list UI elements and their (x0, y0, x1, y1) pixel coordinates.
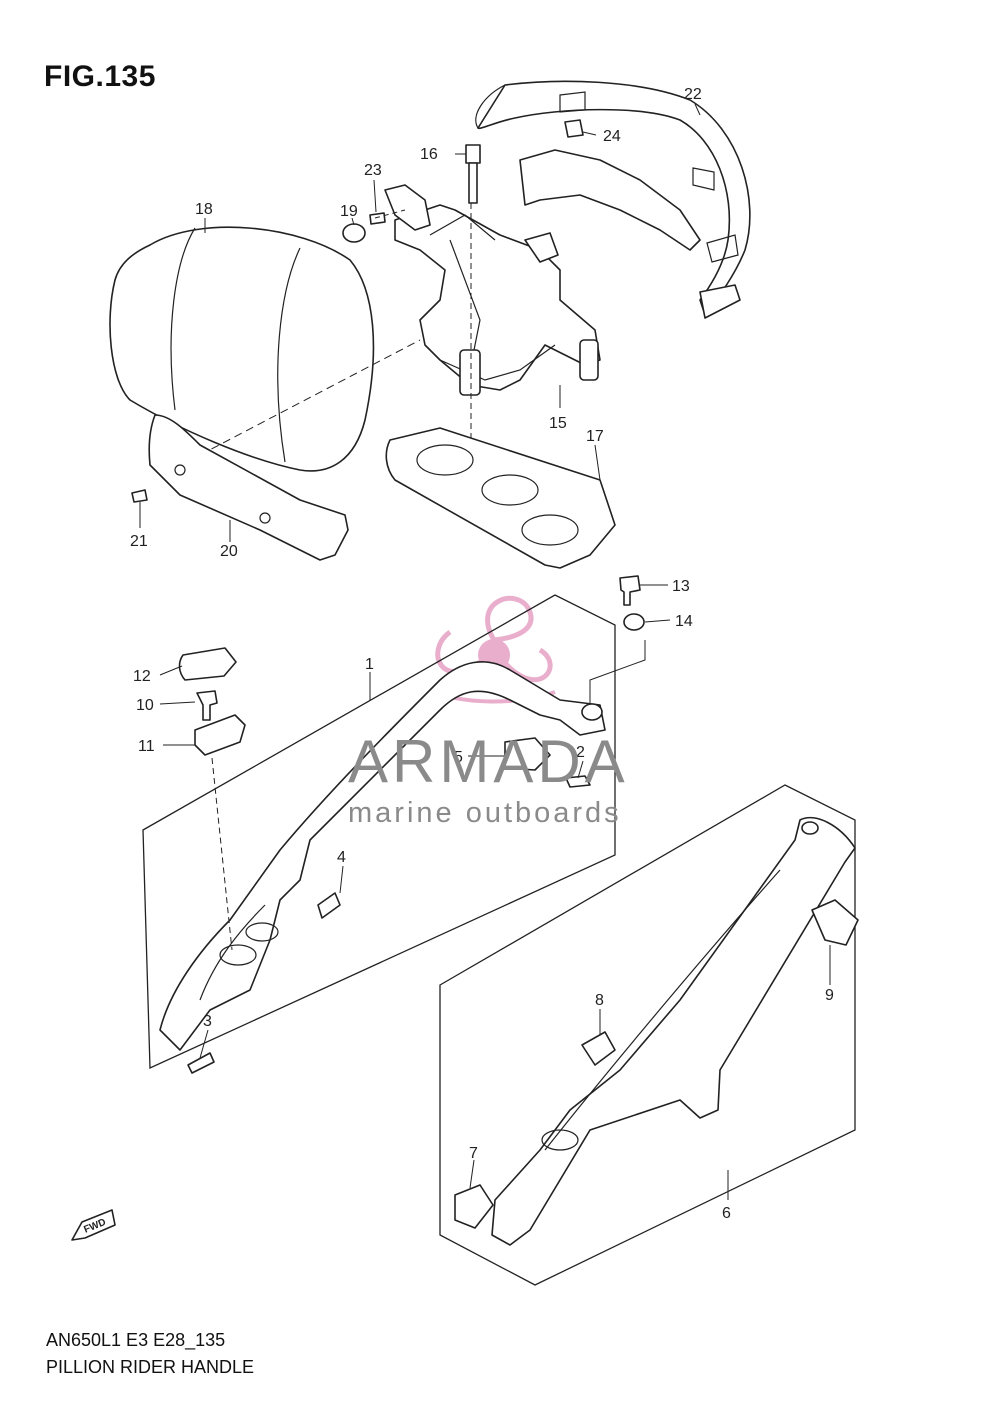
rear-cover-part (475, 80, 751, 319)
callout-24: 24 (603, 128, 621, 145)
callout-labels: 1 2 3 4 5 6 7 8 9 10 11 12 13 14 15 16 1… (130, 86, 834, 1222)
bolt-part-13 (619, 575, 641, 606)
bracket-part (384, 184, 601, 396)
callout-14: 14 (675, 613, 693, 630)
model-code: AN650L1 E3 E28_135 (46, 1330, 226, 1350)
callout-5: 5 (454, 749, 463, 766)
callout-19: 19 (340, 203, 358, 220)
watermark-title: ARMADA (348, 728, 629, 795)
callout-13: 13 (672, 578, 690, 595)
figure-title: FIG.135 (44, 60, 156, 93)
callout-21: 21 (130, 533, 148, 550)
bolt-part-10 (196, 690, 218, 721)
callout-10: 10 (136, 697, 154, 714)
callout-12: 12 (133, 668, 151, 685)
grommet-part-19 (342, 223, 366, 243)
bolt-part-16 (465, 144, 481, 204)
callout-17: 17 (586, 428, 604, 445)
callout-15: 15 (549, 415, 567, 432)
pad-part-4 (317, 892, 341, 919)
right-handle-assembly-box (439, 784, 856, 1286)
screw-part-23 (369, 212, 386, 225)
fwd-arrow-icon: FWD (71, 1209, 116, 1241)
callout-22: 22 (684, 86, 702, 103)
callout-9: 9 (825, 987, 834, 1004)
clip-part-24 (564, 119, 584, 138)
callout-7: 7 (469, 1145, 478, 1162)
watermark-subtitle: marine outboards (348, 797, 622, 829)
pad-part-8 (581, 1031, 616, 1066)
callout-6: 6 (722, 1205, 731, 1222)
pad-part-7 (454, 1184, 494, 1229)
callout-2: 2 (576, 744, 585, 761)
callout-3: 3 (203, 1013, 212, 1030)
backrest-pad-part (109, 226, 375, 472)
right-grab-handle-part (491, 816, 856, 1246)
pad-part-3 (187, 1052, 215, 1074)
washer-part-14 (623, 613, 645, 631)
left-grab-handle-part (159, 661, 606, 1051)
plate-part-5 (504, 737, 551, 771)
cap-part-12 (178, 647, 237, 681)
callout-23: 23 (364, 162, 382, 179)
bracket-part-11 (194, 714, 246, 756)
cover-plate-part-20 (148, 414, 349, 561)
callout-1: 1 (365, 656, 374, 673)
callout-16: 16 (420, 146, 438, 163)
callout-18: 18 (195, 201, 213, 218)
rubber-mat-part (385, 427, 616, 569)
left-handle-assembly-box (142, 594, 616, 1069)
callout-8: 8 (595, 992, 604, 1009)
diagram-name: PILLION RIDER HANDLE (46, 1357, 255, 1377)
callout-4: 4 (337, 849, 346, 866)
callout-11: 11 (138, 738, 155, 755)
callout-20: 20 (220, 543, 238, 560)
leader-lines (139, 103, 831, 1200)
pad-part-9 (811, 899, 859, 946)
screw-part-21 (131, 489, 148, 503)
